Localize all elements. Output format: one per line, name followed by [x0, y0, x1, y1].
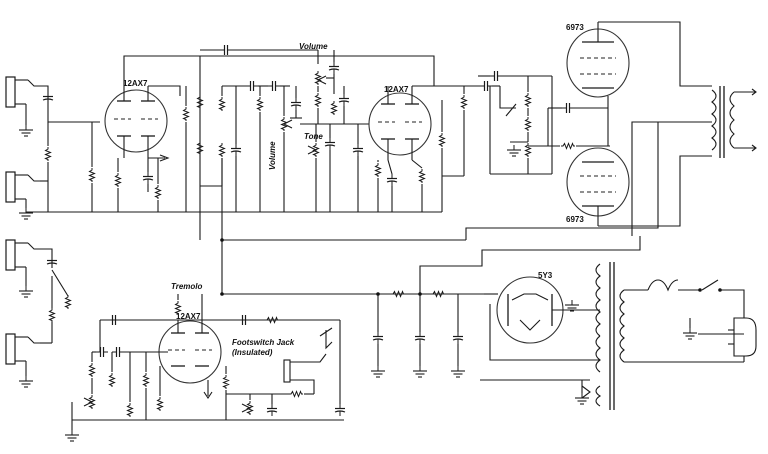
tube-label-power-top: 6973: [566, 23, 584, 32]
tube-label-v2: 12AX7: [384, 85, 409, 94]
input-jack-3: [5, 239, 41, 271]
volume-label-top: Volume: [299, 42, 328, 51]
tube-v2: 12AX7: [368, 85, 432, 160]
tone-label: Tone: [304, 132, 323, 141]
footswitch-label-line1: Footswitch Jack: [232, 338, 295, 347]
volume-label-vertical: Volume: [268, 141, 277, 170]
ac-plug: [728, 317, 757, 357]
power-transformer: [595, 262, 744, 410]
tube-v1: 12AX7: [104, 79, 168, 158]
input-jack-2: [5, 171, 41, 203]
input-jacks: [5, 76, 442, 388]
footswitch-label-line2: (Insulated): [232, 348, 273, 357]
tube-v3: 12AX7: [158, 312, 222, 384]
tube-label-power-bottom: 6973: [566, 215, 584, 224]
tube-label-rectifier: 5Y3: [538, 271, 553, 280]
tremolo-label: Tremolo: [171, 282, 203, 291]
input-jack-4: [5, 333, 41, 365]
output-transformer: [711, 86, 757, 158]
footswitch-jack: [283, 327, 333, 394]
tube-power-bottom: 6973: [566, 147, 630, 226]
tube-label-v1: 12AX7: [123, 79, 148, 88]
input-jack-1: [5, 76, 41, 108]
tube-rectifier: 5Y3: [496, 271, 564, 344]
tube-label-v3: 12AX7: [176, 312, 201, 321]
tube-power-top: 6973: [566, 22, 630, 98]
